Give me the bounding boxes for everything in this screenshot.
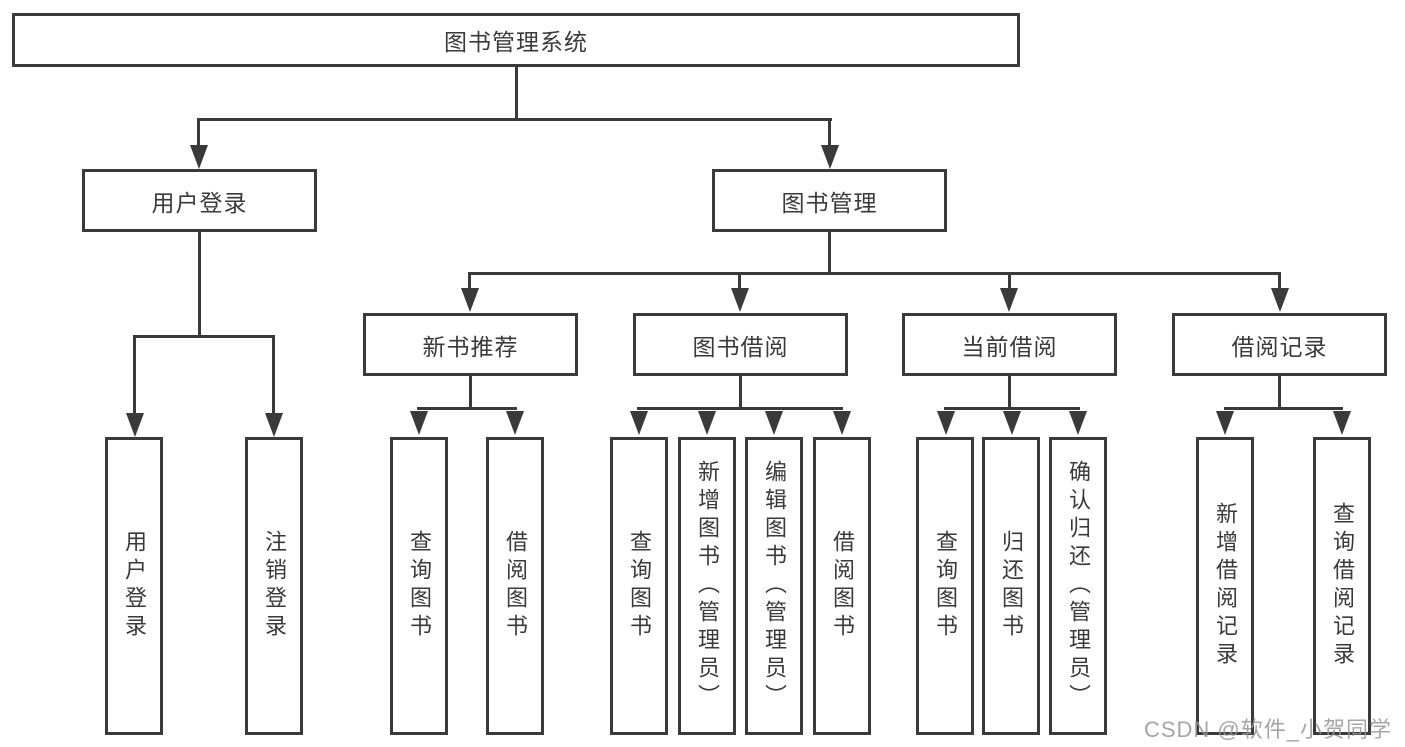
watermark-text: CSDN @软件_小贺同学 (1143, 717, 1392, 742)
connector-root-rail (197, 118, 832, 121)
connector-user-login-drop (197, 118, 200, 147)
leaf-logout: 注销登录 (245, 437, 303, 735)
connector-user-login-stem (198, 232, 201, 335)
arrow-down-icon (937, 411, 955, 435)
node-library-management-system: 图书管理系统 (12, 13, 1020, 67)
arrow-down-icon (630, 411, 648, 435)
connector-new-books-drop (468, 272, 471, 290)
connector-user-login-rail (133, 335, 275, 338)
arrow-down-icon (461, 288, 479, 312)
node-book-borrow: 图书借阅 (633, 313, 848, 376)
leaf-borrow-books-recommend: 借阅图书 (486, 437, 544, 735)
arrow-down-icon (506, 411, 524, 435)
arrow-down-icon (821, 145, 839, 169)
arrow-down-icon (1271, 288, 1289, 312)
leaf-query-books-borrow: 查询图书 (610, 437, 668, 735)
arrow-down-icon (126, 413, 144, 437)
arrow-down-icon (265, 413, 283, 437)
arrow-down-icon (410, 411, 428, 435)
arrow-down-icon (190, 145, 208, 169)
leaf-confirm-return-admin: 确认归还（管理员） (1049, 437, 1107, 735)
leaf-user-login: 用户登录 (105, 437, 163, 735)
arrow-down-icon (1069, 411, 1087, 435)
connector-book-borrow-drop (738, 272, 741, 290)
connector-borrow-records-rail (1224, 407, 1343, 410)
connector-root-stem (515, 67, 518, 118)
arrow-down-icon (1003, 411, 1021, 435)
connector-book-management-rail (468, 272, 1281, 275)
arrow-down-icon (1000, 288, 1018, 312)
leaf-add-books-admin: 新增图书（管理员） (678, 437, 736, 735)
node-current-borrow: 当前借阅 (902, 313, 1117, 376)
connector-login-leaf-drop (133, 335, 136, 413)
arrow-down-icon (1333, 411, 1351, 435)
connector-current-borrow-drop (1008, 272, 1011, 290)
leaf-query-borrow-record: 查询借阅记录 (1313, 437, 1371, 735)
arrow-down-icon (765, 411, 783, 435)
connector-borrow-records-drop (1278, 272, 1281, 290)
connector-current-borrow-stem (1008, 376, 1011, 407)
arrow-down-icon (1216, 411, 1234, 435)
leaf-edit-books-admin: 编辑图书（管理员） (745, 437, 803, 735)
connector-new-books-stem (469, 376, 472, 407)
connector-book-borrow-stem (739, 376, 742, 407)
leaf-query-books-recommend: 查询图书 (390, 437, 448, 735)
node-new-book-recommend: 新书推荐 (363, 313, 578, 376)
node-book-management: 图书管理 (712, 169, 947, 232)
leaf-return-books: 归还图书 (982, 437, 1040, 735)
node-user-login: 用户登录 (82, 169, 317, 232)
arrow-down-icon (698, 411, 716, 435)
leaf-query-books-current: 查询图书 (916, 437, 974, 735)
connector-new-books-rail (417, 407, 517, 410)
connector-book-management-stem (828, 232, 831, 272)
leaf-borrow-books: 借阅图书 (813, 437, 871, 735)
connector-book-borrow-rail (637, 407, 843, 410)
connector-book-management-drop (828, 118, 831, 147)
connector-logout-leaf-drop (272, 335, 275, 413)
node-borrow-records: 借阅记录 (1172, 313, 1387, 376)
connector-borrow-records-stem (1278, 376, 1281, 407)
arrow-down-icon (833, 411, 851, 435)
leaf-add-borrow-record: 新增借阅记录 (1196, 437, 1254, 735)
connector-current-borrow-rail (944, 407, 1080, 410)
arrow-down-icon (731, 288, 749, 312)
